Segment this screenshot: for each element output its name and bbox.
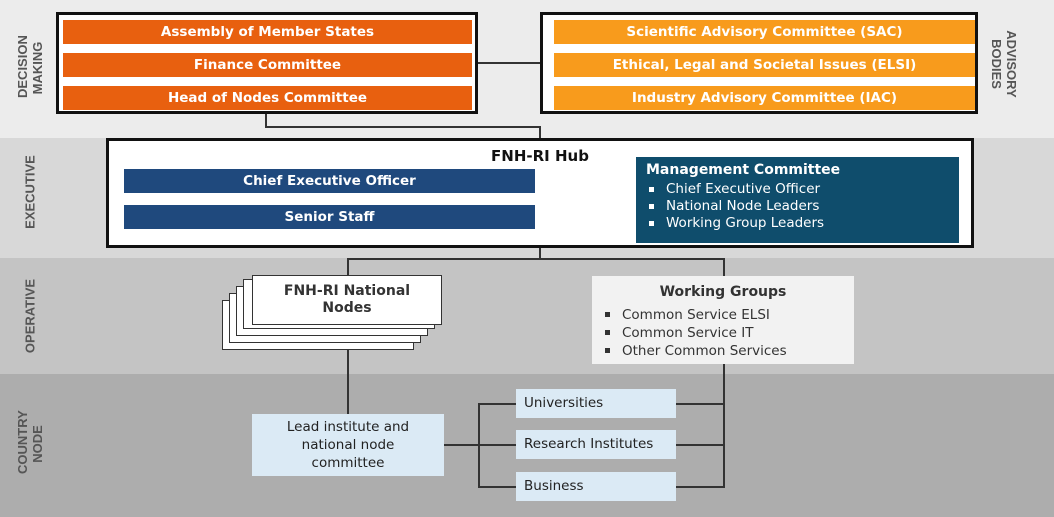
fnh-ri-hub-frame: FNH-RI Hub Chief Executive Officer Senio… (106, 138, 974, 248)
management-member: Working Group Leaders (646, 215, 949, 232)
lead-institute-label: Lead institute and national node committ… (286, 419, 410, 471)
working-groups-down-line (723, 364, 725, 488)
senior-staff-box: Senior Staff (124, 205, 535, 229)
universities-left-stub (478, 403, 516, 405)
hub-up-line (539, 126, 541, 140)
business-right-stub (676, 486, 725, 488)
finance-committee-box: Finance Committee (63, 53, 472, 77)
universities-right-stub (676, 403, 725, 405)
advisory-bodies-frame: Scientific Advisory Committee (SAC) Ethi… (540, 12, 978, 114)
working-group-item: Common Service ELSI (602, 306, 844, 324)
institutes-right-stub (676, 444, 725, 446)
hub-down-line (539, 246, 541, 260)
working-group-item: Common Service IT (602, 324, 844, 342)
decision-down-line (265, 112, 267, 128)
working-group-item: Other Common Services (602, 342, 844, 360)
lead-to-bracket-line (443, 444, 480, 446)
operative-horizontal-line (347, 258, 725, 260)
operative-band (0, 258, 1054, 374)
hub-title: FNH-RI Hub (491, 147, 589, 165)
nodes-to-lead-line (347, 348, 349, 414)
elsi-box: Ethical, Legal and Societal Issues (ELSI… (554, 53, 975, 77)
executive-label: EXECUTIVE (22, 155, 38, 229)
working-groups-title: Working Groups (659, 284, 787, 300)
institutes-left-stub (478, 444, 516, 446)
nodes-up-line (347, 258, 349, 280)
decision-horizontal-line (265, 126, 541, 128)
working-groups-up-line (723, 258, 725, 278)
business-box: Business (516, 472, 676, 501)
decision-making-label: DECISION MAKING (15, 35, 45, 98)
decision-advisory-connector (476, 62, 542, 64)
business-left-stub (478, 486, 516, 488)
sac-box: Scientific Advisory Committee (SAC) (554, 20, 975, 44)
decision-making-frame: Assembly of Member States Finance Commit… (56, 12, 478, 114)
national-nodes-label: FNH-RI National Nodes (283, 283, 411, 316)
lead-institute-box: Lead institute and national node committ… (252, 414, 444, 476)
universities-box: Universities (516, 389, 676, 418)
iac-box: Industry Advisory Committee (IAC) (554, 86, 975, 110)
operative-label: OPERATIVE (22, 278, 38, 354)
advisory-bodies-label: ADVISORY BODIES (989, 30, 1019, 98)
management-committee-title: Management Committee (646, 162, 841, 178)
fnh-ri-national-nodes-box: FNH-RI National Nodes (252, 275, 442, 325)
management-member: National Node Leaders (646, 198, 949, 215)
management-committee-box: Management Committee Chief Executive Off… (636, 157, 959, 243)
head-of-nodes-committee-box: Head of Nodes Committee (63, 86, 472, 110)
management-member: Chief Executive Officer (646, 181, 949, 198)
research-institutes-box: Research Institutes (516, 430, 676, 459)
working-groups-box: Working Groups Common Service ELSI Commo… (592, 276, 854, 364)
assembly-of-member-states-box: Assembly of Member States (63, 20, 472, 44)
chief-executive-officer-box: Chief Executive Officer (124, 169, 535, 193)
country-node-label: COUNTRY NODE (15, 410, 45, 474)
